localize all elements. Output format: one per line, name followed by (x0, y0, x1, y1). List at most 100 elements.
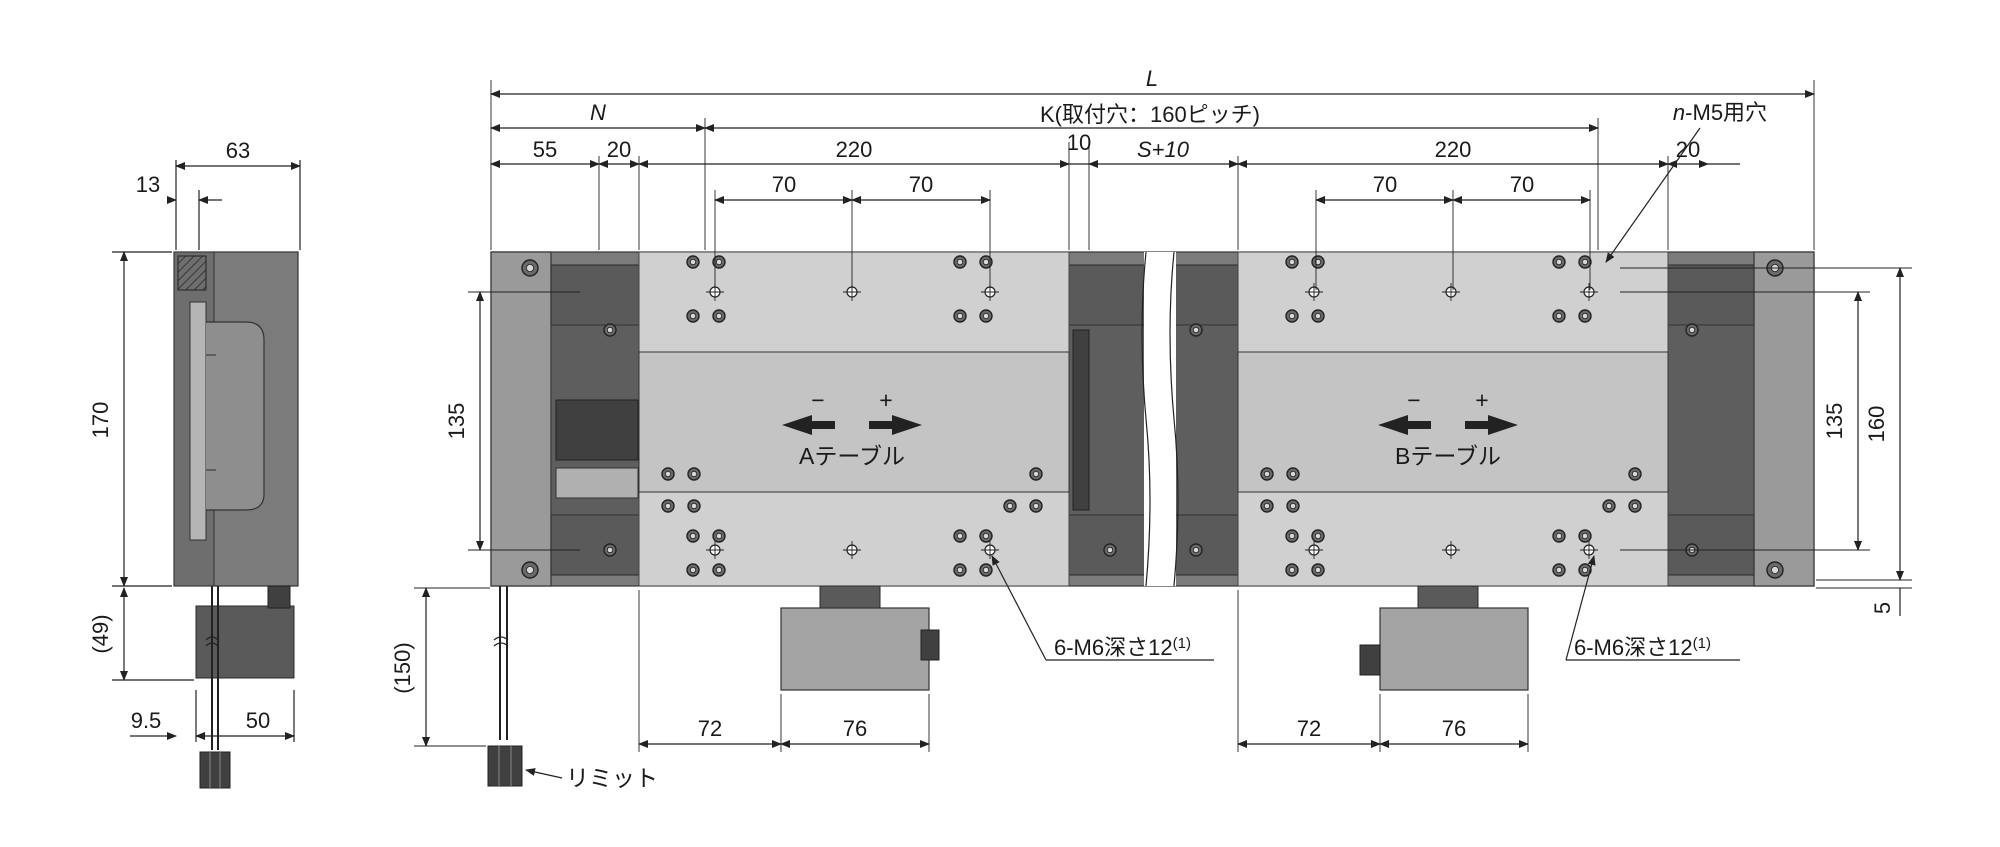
table-0-bolt-10-center (1032, 470, 1040, 478)
rail-bolt-2-center (1192, 326, 1200, 334)
table-0-bolt-14-center (1006, 502, 1014, 510)
motor-a-plug (920, 629, 940, 661)
dim-72-left: 72 (698, 716, 722, 741)
corner-bolt-2-center (526, 566, 535, 575)
dim-150: (150) (390, 642, 415, 693)
arrow-plus-a (869, 415, 922, 435)
label-table-b: Bテーブル (1395, 443, 1501, 469)
corner-bolt-0-center (526, 263, 535, 272)
corner-bolt-3-center (1771, 566, 1780, 575)
table-0-bolt-21-center (956, 566, 964, 574)
table-0-bolt-6-center (956, 312, 964, 320)
front-view: − + − + Aテーブル Bテーブル (487, 251, 1815, 787)
rail-bolt-1-center (606, 546, 614, 554)
dim-135-right: 135 (1822, 403, 1847, 440)
dim-N: N (590, 100, 606, 125)
dim-220-right: 220 (1435, 137, 1472, 162)
arrow-plus-b (1465, 415, 1518, 435)
table-0-bolt-3-center (715, 312, 723, 320)
label-n-m5-var: n (1673, 100, 1685, 125)
label-tap-b-note: (1) (1693, 635, 1711, 652)
table-1-bolt-21-center (1555, 566, 1563, 574)
dim-70-a: 70 (772, 172, 796, 197)
table-1-bolt-10-center (1631, 470, 1639, 478)
mount-holes (521, 255, 1784, 579)
table-0-bolt-12-center (690, 502, 698, 510)
table-1-bolt-17-center (1288, 566, 1296, 574)
table-0-bolt-18-center (715, 566, 723, 574)
dim-70-b: 70 (909, 172, 933, 197)
label-n-m5-text: -M5用穴 (1685, 100, 1767, 125)
table-0-bolt-22-center (982, 566, 990, 574)
table-0-bolt-20-center (982, 532, 990, 540)
table-0-bolt-0-center (689, 258, 697, 266)
dim-76-right: 76 (1442, 716, 1466, 741)
dim-76-left: 76 (843, 716, 867, 741)
table-0-bolt-1-center (715, 258, 723, 266)
table-b-cover (1237, 351, 1669, 493)
table-1-bolt-14-center (1605, 502, 1613, 510)
dim-L: L (1146, 66, 1158, 91)
side-dim-49: (49) (88, 614, 113, 653)
label-tap-b: 6-M6深さ12(1) (1574, 635, 1711, 660)
side-dim-13: 13 (136, 172, 160, 197)
rail-bolt-6-center (1106, 546, 1114, 554)
table-1-bolt-18-center (1314, 566, 1322, 574)
motor-a (780, 607, 930, 691)
dim-220-left: 220 (836, 137, 873, 162)
table-0-bolt-13-center (1032, 502, 1040, 510)
side-dim-63: 63 (226, 138, 250, 163)
side-cover (206, 321, 265, 511)
motor-b-plug (1359, 644, 1381, 676)
dim-135-left: 135 (444, 403, 469, 440)
side-motor (195, 605, 295, 679)
table-1-bolt-3-center (1314, 312, 1322, 320)
side-dim-50: 50 (246, 708, 270, 733)
motor-b-neck (1417, 585, 1479, 609)
label-tap-a: 6-M6深さ12(1) (1054, 635, 1191, 660)
dim-10: 10 (1067, 130, 1091, 155)
table-a-cover (638, 351, 1070, 493)
side-view: 63 13 170 (49) 9.5 50 (88, 138, 301, 789)
table-1-bolt-0-center (1288, 258, 1296, 266)
table-0-bolt-4-center (956, 258, 964, 266)
limit-block (555, 399, 639, 461)
dim-s10: S+10 (1137, 137, 1190, 162)
end-plate-right (1753, 251, 1815, 587)
table-0-bolt-2-center (689, 312, 697, 320)
table-0-bolt-16-center (715, 532, 723, 540)
label-tap-a-note: (1) (1173, 635, 1191, 652)
side-hatch (177, 255, 207, 291)
side-motor-mount (267, 585, 291, 609)
label-table-a: Aテーブル (799, 443, 905, 469)
table-0-bolt-17-center (689, 566, 697, 574)
front-dimensions: L N K(取付穴：160ピッチ) 55 20 220 10 S+10 220 … (390, 66, 1912, 791)
table-0-bolt-8-center (664, 470, 672, 478)
motor-b (1379, 607, 1529, 691)
side-dim-9-5: 9.5 (131, 708, 162, 733)
dim-K: K(取付穴：160ピッチ) (1040, 102, 1260, 127)
label-tap-a-text: 6-M6深さ12 (1054, 635, 1173, 660)
sign-plus-b: + (1475, 387, 1488, 413)
table-1-bolt-22-center (1581, 566, 1589, 574)
table-0-bolt-19-center (956, 532, 964, 540)
dim-20-left: 20 (607, 137, 631, 162)
dim-20-right: 20 (1676, 137, 1700, 162)
label-tap-b-text: 6-M6深さ12 (1574, 635, 1693, 660)
label-n-m5: n-M5用穴 (1673, 100, 1767, 125)
table-1-bolt-20-center (1581, 532, 1589, 540)
side-dim-170: 170 (88, 402, 113, 439)
arrow-minus-b (1378, 415, 1431, 435)
rail-bolt-4-center (1688, 326, 1696, 334)
dim-72-right: 72 (1297, 716, 1321, 741)
table-1-bolt-16-center (1314, 532, 1322, 540)
table-0-bolt-5-center (982, 258, 990, 266)
stopper (1072, 329, 1090, 511)
table-1-bolt-2-center (1288, 312, 1296, 320)
label-limit: リミット (566, 765, 658, 791)
dim-70-d: 70 (1510, 172, 1534, 197)
table-0-bolt-9-center (690, 470, 698, 478)
sign-minus-a: − (811, 387, 824, 413)
